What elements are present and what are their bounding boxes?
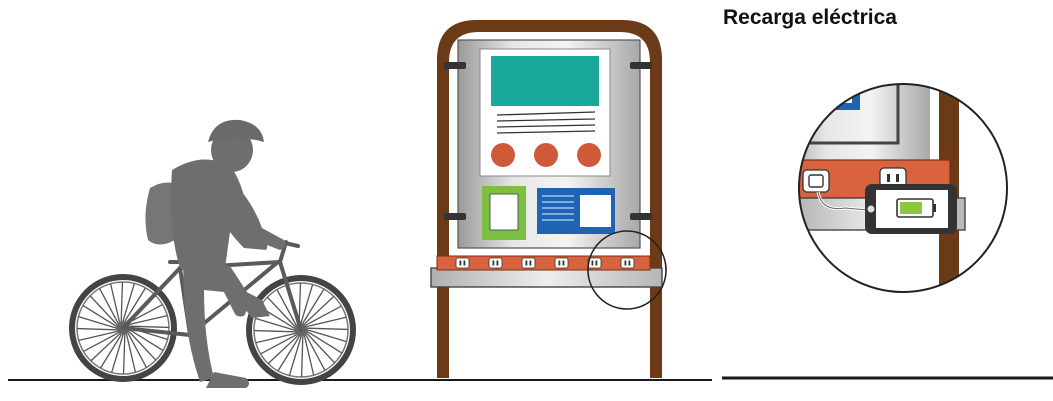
power-outlet-icon <box>555 258 568 268</box>
orange-buttons <box>491 143 601 167</box>
charging-station <box>431 20 666 378</box>
cyclist-illustration <box>72 120 353 388</box>
ground <box>8 378 1053 380</box>
teal-screen <box>491 56 599 106</box>
smartphone-charging <box>865 184 957 234</box>
power-outlet-icon <box>522 258 535 268</box>
shelf <box>431 268 662 287</box>
power-outlet-icon <box>621 258 634 268</box>
power-outlet-icon <box>489 258 502 268</box>
power-outlet-icon <box>456 258 469 268</box>
power-outlet-icon <box>803 170 829 192</box>
battery-icon <box>897 199 936 217</box>
magnified-detail <box>780 70 1018 300</box>
rider-silhouette <box>145 120 285 388</box>
